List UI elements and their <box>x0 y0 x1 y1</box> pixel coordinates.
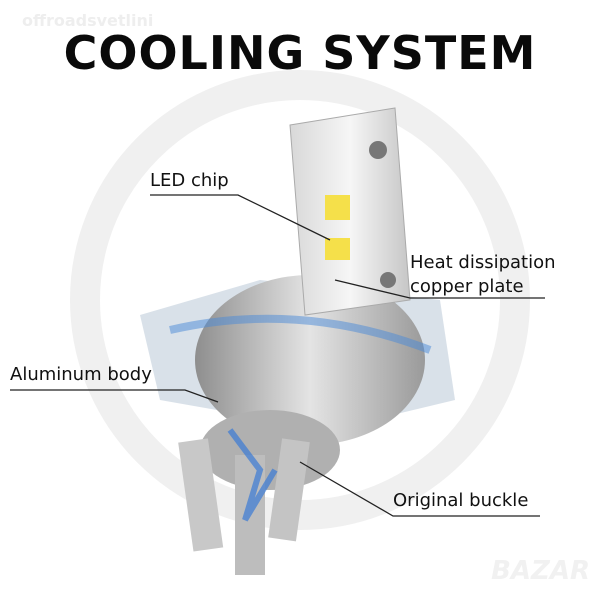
label-aluminum-body: Aluminum body <box>10 364 152 385</box>
label-original-buckle: Original buckle <box>393 490 529 511</box>
corner-logo: BAZAR <box>491 556 590 586</box>
callout-lines <box>10 194 545 517</box>
stamp-watermark <box>70 70 530 530</box>
watermark-text: offroadsvetlini <box>22 11 154 30</box>
pin <box>268 438 310 542</box>
screw-hole <box>380 272 396 288</box>
label-led-chip: LED chip <box>150 170 229 191</box>
pin <box>178 438 224 552</box>
led-chip <box>325 238 350 260</box>
screw-hole <box>369 141 387 159</box>
label-copper-plate: copper plate <box>410 276 524 297</box>
airflow-arrow <box>169 314 432 354</box>
airflow-arrow <box>227 428 278 522</box>
led-chip <box>325 195 350 220</box>
label-heat-dissipation: Heat dissipation <box>410 252 556 273</box>
